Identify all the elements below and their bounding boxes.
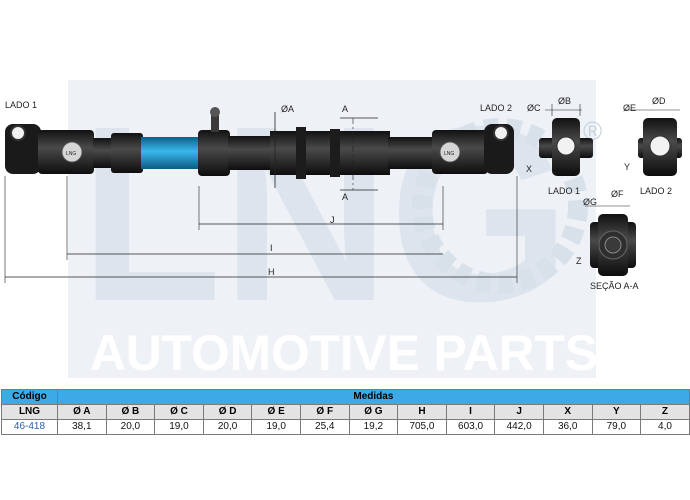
end-view-lado2 <box>625 109 682 176</box>
watermark-tagline: AUTOMOTIVE PARTS <box>90 325 598 381</box>
column-header: Ø C <box>154 404 204 420</box>
brand-cell: LNG <box>1 404 58 420</box>
driveshaft-drawing: LNG LNG <box>4 104 682 283</box>
label-dim-b: ØB <box>558 96 572 106</box>
value-cell: 79,0 <box>591 419 642 435</box>
column-header: Ø A <box>57 404 107 420</box>
spec-table-header-row: Código Medidas <box>1 389 690 405</box>
label-lado1: LADO 1 <box>5 100 38 110</box>
label-dim-j: J <box>330 215 335 225</box>
header-code: Código <box>1 389 58 405</box>
column-header: Ø E <box>251 404 301 420</box>
spec-table: Código Medidas LNG Ø A Ø B Ø C Ø D Ø E Ø… <box>1 389 690 435</box>
column-header: Z <box>640 404 690 420</box>
value-cell: 705,0 <box>397 419 447 435</box>
value-cell: 25,4 <box>299 419 350 435</box>
label-x: X <box>526 164 533 174</box>
column-header: I <box>445 404 496 420</box>
shaft-tube <box>141 137 205 169</box>
label-dim-f: ØF <box>611 189 624 199</box>
header-measures: Medidas <box>57 389 690 405</box>
label-section-a-top: A <box>342 104 349 114</box>
left-yoke-badge: LNG <box>66 151 76 157</box>
label-y: Y <box>624 162 631 172</box>
label-lado2: LADO 2 <box>480 103 513 113</box>
column-header: J <box>494 404 544 420</box>
left-yoke <box>5 124 94 174</box>
label-lado2-small: LADO 2 <box>640 186 673 196</box>
value-cell: 19,0 <box>154 419 204 435</box>
value-cell: 38,1 <box>57 419 107 435</box>
right-yoke-badge: LNG <box>444 151 454 157</box>
column-header: Y <box>591 404 642 420</box>
value-cell: 20,0 <box>105 419 156 435</box>
column-header: Ø G <box>348 404 399 420</box>
label-dim-i: I <box>270 243 273 253</box>
column-header: X <box>542 404 593 420</box>
label-z: Z <box>576 256 582 266</box>
end-view-lado1 <box>539 104 593 176</box>
label-dim-h: H <box>268 267 275 277</box>
product-code-cell: 46-418 <box>1 419 58 435</box>
watermark-gear-icon <box>412 118 588 294</box>
label-dim-g: ØG <box>583 197 598 207</box>
value-cell: 4,0 <box>640 419 690 435</box>
central-body <box>198 107 434 179</box>
section-aa-view <box>585 205 636 276</box>
column-header: Ø D <box>202 404 253 420</box>
label-dim-e: ØE <box>623 103 637 113</box>
value-cell: 442,0 <box>494 419 544 435</box>
spec-table-columns-row: LNG Ø A Ø B Ø C Ø D Ø E Ø F Ø G H I J X … <box>1 404 690 420</box>
column-header: H <box>397 404 447 420</box>
label-dim-d: ØD <box>652 96 666 106</box>
label-dim-c: ØC <box>527 103 541 113</box>
right-yoke <box>432 124 514 174</box>
label-secao: SEÇÃO A-A <box>590 281 639 291</box>
label-section-a-bottom: A <box>342 192 349 202</box>
value-cell: 603,0 <box>445 419 496 435</box>
value-cell: 20,0 <box>202 419 253 435</box>
value-cell: 19,0 <box>251 419 301 435</box>
table-row: 46-418 38,1 20,0 19,0 20,0 19,0 25,4 19,… <box>1 419 690 435</box>
column-header: Ø F <box>299 404 350 420</box>
column-header: Ø B <box>105 404 156 420</box>
value-cell: 19,2 <box>348 419 399 435</box>
value-cell: 36,0 <box>542 419 593 435</box>
label-lado1-small: LADO 1 <box>548 186 581 196</box>
label-dim-a: ØA <box>281 104 295 114</box>
